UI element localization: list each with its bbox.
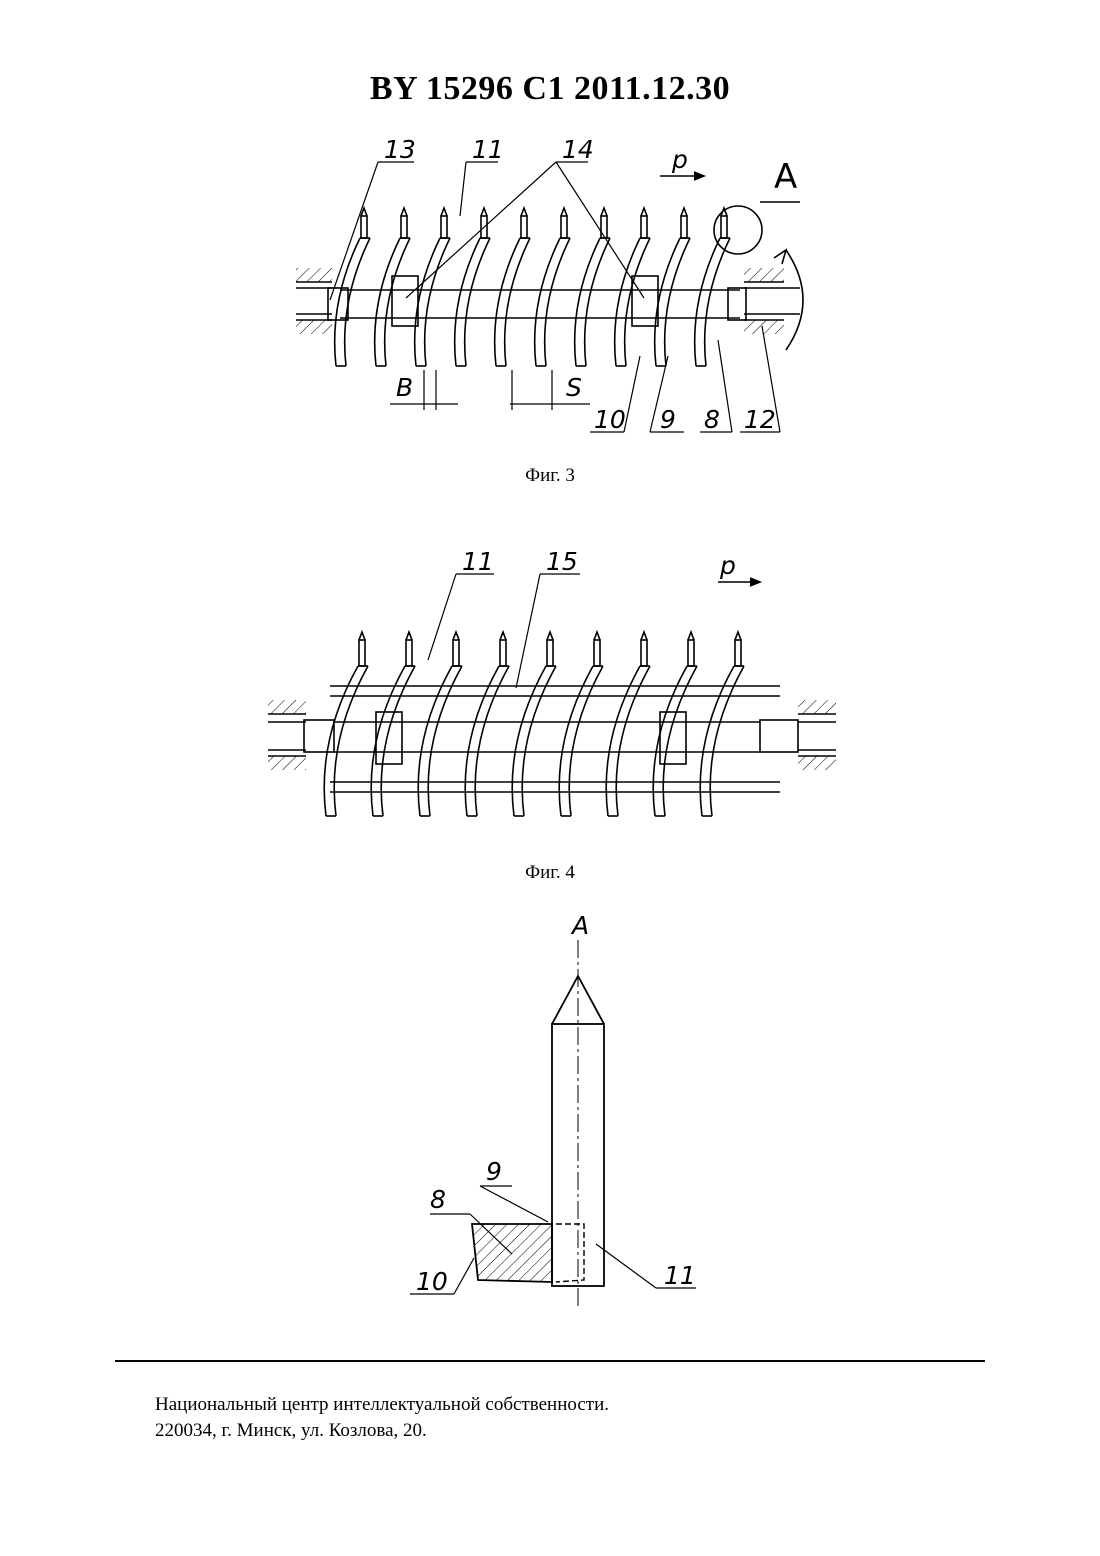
fig3-label-14: 14 — [562, 135, 594, 164]
fig3-label-10: 10 — [594, 405, 626, 434]
detailA-label-10: 10 — [416, 1267, 448, 1296]
fig3-label-A: A — [774, 157, 797, 197]
detailA-label-11: 11 — [664, 1261, 696, 1290]
fig3-label-9: 9 — [660, 405, 676, 434]
fig3-label-B: B — [396, 373, 413, 402]
figure-3-caption: Фиг. 3 — [0, 465, 1100, 487]
fig3-label-12: 12 — [744, 405, 776, 434]
detailA-label-8: 8 — [430, 1185, 446, 1214]
fig3-label-8: 8 — [704, 405, 720, 434]
footer-line-2: 220034, г. Минск, ул. Козлова, 20. — [155, 1418, 609, 1444]
detail-A-drawing — [410, 940, 696, 1308]
figure-3-drawing — [296, 162, 803, 432]
fig3-label-11: 11 — [472, 135, 504, 164]
fig3-label-13: 13 — [384, 135, 416, 164]
footer: Национальный центр интеллектуальной собс… — [155, 1392, 609, 1444]
fig4-label-15: 15 — [546, 547, 578, 576]
footer-divider — [115, 1360, 985, 1362]
fig3-label-S: S — [566, 373, 582, 402]
detailA-label-A: A — [570, 911, 589, 940]
figure-4-caption: Фиг. 4 — [0, 862, 1100, 884]
detailA-label-9: 9 — [486, 1157, 502, 1186]
fig4-label-p: p — [719, 551, 736, 580]
figure-4-drawing — [268, 574, 836, 816]
fig4-label-11: 11 — [462, 547, 494, 576]
footer-line-1: Национальный центр интеллектуальной собс… — [155, 1392, 609, 1418]
fig3-label-p: p — [671, 145, 688, 174]
